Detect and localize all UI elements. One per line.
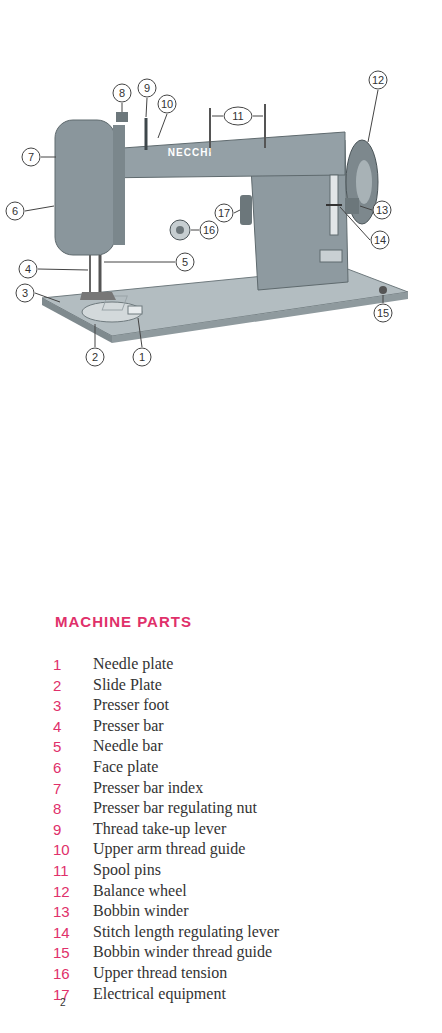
callout-number: 3	[22, 287, 28, 299]
part-name: Upper arm thread guide	[93, 840, 245, 858]
list-number: 4	[53, 718, 61, 735]
callout-number: 4	[25, 263, 31, 275]
callout-number: 17	[218, 207, 230, 219]
callout-number: 2	[92, 351, 98, 363]
part-name: Slide Plate	[93, 676, 162, 694]
part-name: Bobbin winder thread guide	[93, 943, 272, 961]
part-name: Needle plate	[93, 655, 173, 673]
list-number: 7	[53, 780, 61, 797]
list-number: 11	[53, 862, 69, 879]
callout-number: 10	[161, 98, 173, 110]
list-number: 5	[53, 738, 61, 755]
callout-number: 14	[374, 234, 386, 246]
callout-number: 12	[372, 74, 384, 86]
part-name: Thread take-up lever	[93, 820, 226, 838]
part-name: Presser foot	[93, 696, 169, 714]
callout-number: 7	[28, 151, 34, 163]
part-name: Balance wheel	[93, 882, 187, 900]
list-number: 15	[53, 944, 70, 961]
callout-number: 8	[119, 87, 125, 99]
list-number: 1	[53, 656, 61, 673]
part-name: Needle bar	[93, 737, 163, 755]
list-number: 6	[53, 759, 61, 776]
callout-number: 13	[376, 204, 388, 216]
list-number: 12	[53, 883, 70, 900]
part-name: Spool pins	[93, 861, 161, 879]
list-number: 2	[53, 677, 61, 694]
list-number: 9	[53, 821, 61, 838]
callout-number: 9	[144, 82, 150, 94]
callout-number: 6	[12, 205, 18, 217]
callout-number: 16	[203, 224, 215, 236]
callout-number: 11	[232, 110, 243, 122]
page-number: 2	[60, 997, 66, 1008]
part-name: Face plate	[93, 758, 158, 776]
list-number: 16	[53, 965, 70, 982]
list-number: 13	[53, 903, 70, 920]
list-number: 3	[53, 697, 61, 714]
part-name: Electrical equipment	[93, 985, 226, 1003]
list-number: 14	[53, 924, 70, 941]
list-number: 8	[53, 800, 61, 817]
part-name: Presser bar index	[93, 779, 203, 797]
brand-name: NECCHI	[168, 147, 212, 158]
list-number: 10	[53, 841, 70, 858]
part-name: Stitch length regulating lever	[93, 923, 279, 941]
part-name: Bobbin winder	[93, 902, 189, 920]
part-name: Presser bar	[93, 717, 164, 735]
part-name: Presser bar regulating nut	[93, 799, 257, 817]
callout-number: 1	[139, 351, 145, 363]
part-name: Upper thread tension	[93, 964, 227, 982]
section-title: MACHINE PARTS	[55, 613, 192, 630]
callout-number: 15	[377, 307, 389, 319]
callout-number: 5	[182, 256, 188, 268]
